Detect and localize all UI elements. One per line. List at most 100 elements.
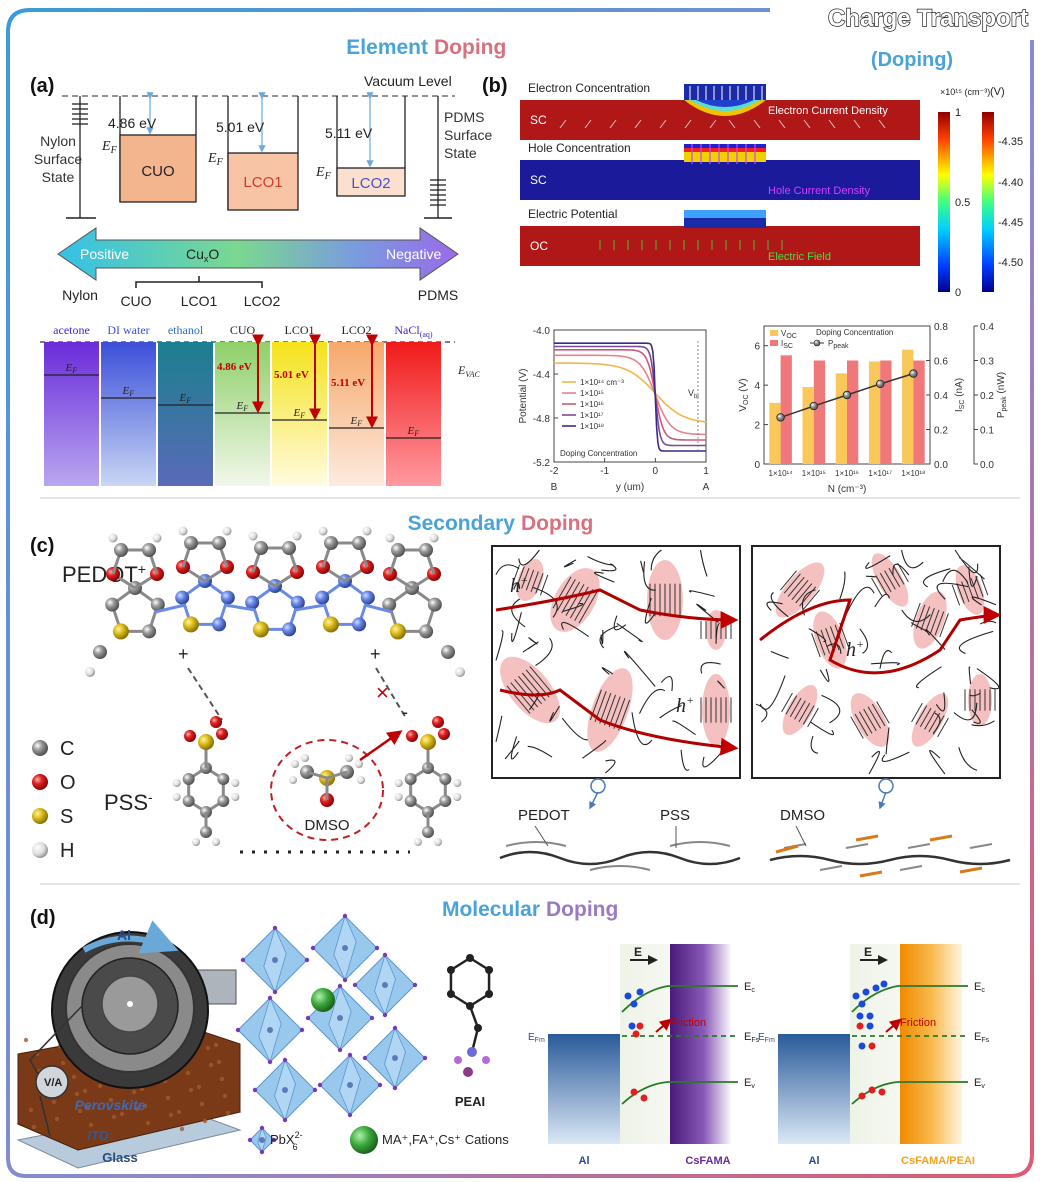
polymer-chain (511, 598, 526, 628)
vacuum-level-label: Vacuum Level (364, 73, 452, 89)
line-chart-series-4 (554, 342, 706, 452)
polymer-chain (659, 704, 682, 719)
atom-ball (318, 526, 328, 536)
atom-ball (231, 793, 240, 801)
pss-label: PSS- (104, 789, 153, 815)
halide-atom (337, 983, 343, 989)
sim-field-arrow (684, 119, 692, 129)
perovskite-grain (225, 1110, 231, 1116)
bar-chart-ylabel-left-main: V (738, 405, 749, 412)
column-energy-4: 5.01 eV (274, 369, 309, 381)
polymer-chain (871, 662, 900, 666)
pedot-chain-before (499, 850, 741, 866)
series-label-cuo: CUO (120, 293, 151, 309)
zoom-arrow-2 (878, 791, 887, 810)
polymer-chain (640, 560, 645, 573)
bar-voc-3 (868, 361, 881, 464)
polymer-chain (901, 609, 931, 622)
polymer-chain (561, 621, 590, 638)
atom-ball (438, 728, 450, 740)
polymer-chain (549, 705, 560, 722)
arrow-positive-label: Positive (80, 246, 129, 262)
panel-c-label: (c) (30, 535, 54, 557)
polymer-chain (528, 637, 538, 645)
polymer-chain (631, 712, 653, 746)
cuo-box (119, 92, 197, 203)
band-depletion-0 (620, 944, 670, 1144)
legend-atom-label-O: O (60, 772, 76, 794)
atom-ball (385, 533, 395, 543)
stacked-chain (924, 710, 936, 730)
polymer-chain (593, 571, 615, 583)
perovskite-grain (74, 1091, 80, 1097)
polymer-chain (717, 680, 725, 689)
perovskite-grain (216, 1059, 222, 1065)
chain-schematics (499, 778, 1011, 878)
column-1 (101, 342, 156, 486)
sim-field-arrow (878, 119, 886, 129)
bar-chart-annotation: Doping Concentration (816, 328, 893, 337)
lco2-box (336, 92, 406, 197)
cuo-energy: 4.86 eV (108, 115, 157, 131)
atom-ball (254, 541, 268, 555)
polymer-chain (976, 668, 1000, 690)
column-energy-3: 4.86 eV (217, 361, 252, 373)
polymer-chain (881, 751, 910, 762)
atom-ball (439, 773, 452, 785)
perovskite-grain (31, 1124, 37, 1130)
atom-ball (93, 645, 107, 659)
ef-sub: F (299, 411, 305, 420)
line-chart-ytick-label: -5.2 (533, 458, 551, 469)
bar-chart-ylabel-right: Ppeak (nW) (996, 372, 1008, 418)
morphology-after-content (755, 549, 1002, 775)
pdms-surface-state (424, 96, 452, 219)
atom-ball (85, 667, 95, 677)
bar-chart-ppeak-point-2 (842, 390, 852, 400)
atom-ball (175, 590, 190, 605)
line-chart-xtick-label: -1 (600, 466, 609, 477)
atom-ball (406, 730, 418, 742)
bar-chart-ytick-right-label: 0.4 (980, 322, 994, 333)
legend-atom-C (32, 740, 48, 756)
sim-hole-band-1 (684, 152, 766, 162)
atom-ball (362, 526, 372, 536)
band-left-label-0: Al (579, 1155, 590, 1167)
band-level-ev-1: Ev (974, 1077, 985, 1090)
legend-atom-S (32, 808, 48, 824)
sim-depletion-core-0 (696, 100, 754, 107)
column-label-main: ethanol (168, 323, 204, 337)
sim-title-1: Hole Concentration (528, 141, 631, 155)
polymer-chain (923, 568, 951, 588)
hole (878, 1088, 886, 1096)
lco1-ef: EF (207, 151, 224, 168)
evac-label: EVAC (457, 363, 481, 379)
polymer-chain (809, 721, 835, 736)
halide-atom (235, 1027, 241, 1033)
polymer-chain (510, 736, 519, 760)
bar-legend-label-isc-main: I (781, 339, 783, 348)
halide-atom (267, 1059, 273, 1065)
perovskite-grain (134, 1106, 140, 1112)
voc-isc-bar-chart: 02460.00.20.40.60.80.00.10.20.30.41×10¹⁴… (738, 322, 1008, 495)
atom-ball (112, 623, 129, 640)
halide-atom (267, 995, 273, 1001)
polymer-chain (958, 557, 985, 580)
stacked-chain (854, 713, 869, 737)
polymer-chain (601, 563, 617, 572)
bar-chart-xlabel: N (cm⁻³) (828, 484, 867, 495)
ef-sub: F (356, 419, 362, 428)
series-label-lco2: LCO2 (244, 293, 281, 309)
polymer-chain (582, 740, 607, 759)
polymer-chain (770, 650, 789, 659)
atom-ball (352, 536, 366, 550)
ef-sub: F (71, 366, 77, 375)
polymer-chain (561, 717, 588, 741)
dmso-label: DMSO (305, 817, 350, 834)
halide-atom (259, 1125, 265, 1131)
bar-voc-1 (802, 387, 814, 464)
line-chart-ylabel: Potential (V) (518, 368, 529, 423)
stacked-chain (781, 692, 793, 713)
section-title-element-word2: Doping (434, 36, 506, 59)
bar-isc-3 (880, 360, 892, 464)
